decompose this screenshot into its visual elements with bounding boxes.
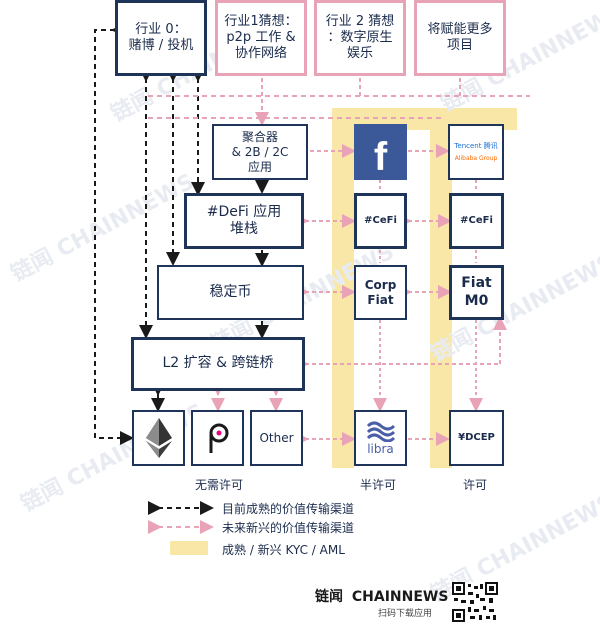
libra-label: libra <box>367 441 394 456</box>
industry1-box: 行业1猜想： p2p 工作 & 协作网络 <box>215 0 307 76</box>
scan-to-download-label: 扫码下载应用 <box>378 609 433 619</box>
other-chain-box: Other <box>250 410 303 466</box>
aggregator-box: 聚合器 & 2B / 2C 应用 <box>212 124 308 180</box>
alibaba-icon: Alibaba Group <box>454 154 498 162</box>
dcep-box: ¥DCEP <box>449 410 504 466</box>
legend-future-label: 未来新兴的价值传输渠道 <box>222 521 355 535</box>
industry0-box: 行业 0： 赌博 / 投机 <box>115 0 207 76</box>
cefi-tencent-box: #CeFi <box>449 193 504 249</box>
polkadot-box <box>191 410 244 466</box>
ethereum-box <box>132 410 185 466</box>
defi-stack-box: #DeFi 应用 堆栈 <box>184 193 304 249</box>
libra-box: libra <box>354 410 407 466</box>
brand-cn: 链闻 <box>315 589 343 605</box>
cefi-facebook-box: #CeFi <box>354 193 407 249</box>
tencent-icon: Tencent 腾讯 <box>454 141 498 150</box>
facebook-logo-box: f <box>354 124 407 180</box>
libra-icon <box>366 421 395 442</box>
kyc-band-connector <box>405 108 427 130</box>
fiat-m0-box: Fiat M0 <box>449 265 504 320</box>
qr-code-icon <box>452 582 498 622</box>
tencent-alibaba-logo-box: Tencent 腾讯 Alibaba Group <box>448 124 504 180</box>
legend-kyc-label: 成熟 / 新兴 KYC / AML <box>222 543 345 557</box>
industry2-box: 行业 2 猜想 ：数字原生 娱乐 <box>314 0 406 76</box>
legend-current-label: 目前成熟的价值传输渠道 <box>222 502 355 516</box>
corp-fiat-box: Corp Fiat <box>354 265 407 320</box>
polkadot-icon <box>209 423 228 453</box>
permissionless-label: 无需许可 <box>195 478 244 492</box>
semi-permissioned-label: 半许可 <box>360 478 397 492</box>
permissioned-label: 许可 <box>463 478 488 492</box>
industry-more-box: 将赋能更多 项目 <box>414 0 506 76</box>
l2-bridge-box: L2 扩容 & 跨链桥 <box>131 337 305 391</box>
stablecoin-box: 稳定币 <box>157 265 304 320</box>
legend-kyc-swatch <box>170 541 208 555</box>
facebook-icon: f <box>373 135 388 179</box>
brand-en: CHAINNEWS <box>351 589 449 605</box>
footer-brand: 链闻 CHAINNEWS <box>315 586 448 606</box>
ethereum-icon <box>145 418 172 458</box>
